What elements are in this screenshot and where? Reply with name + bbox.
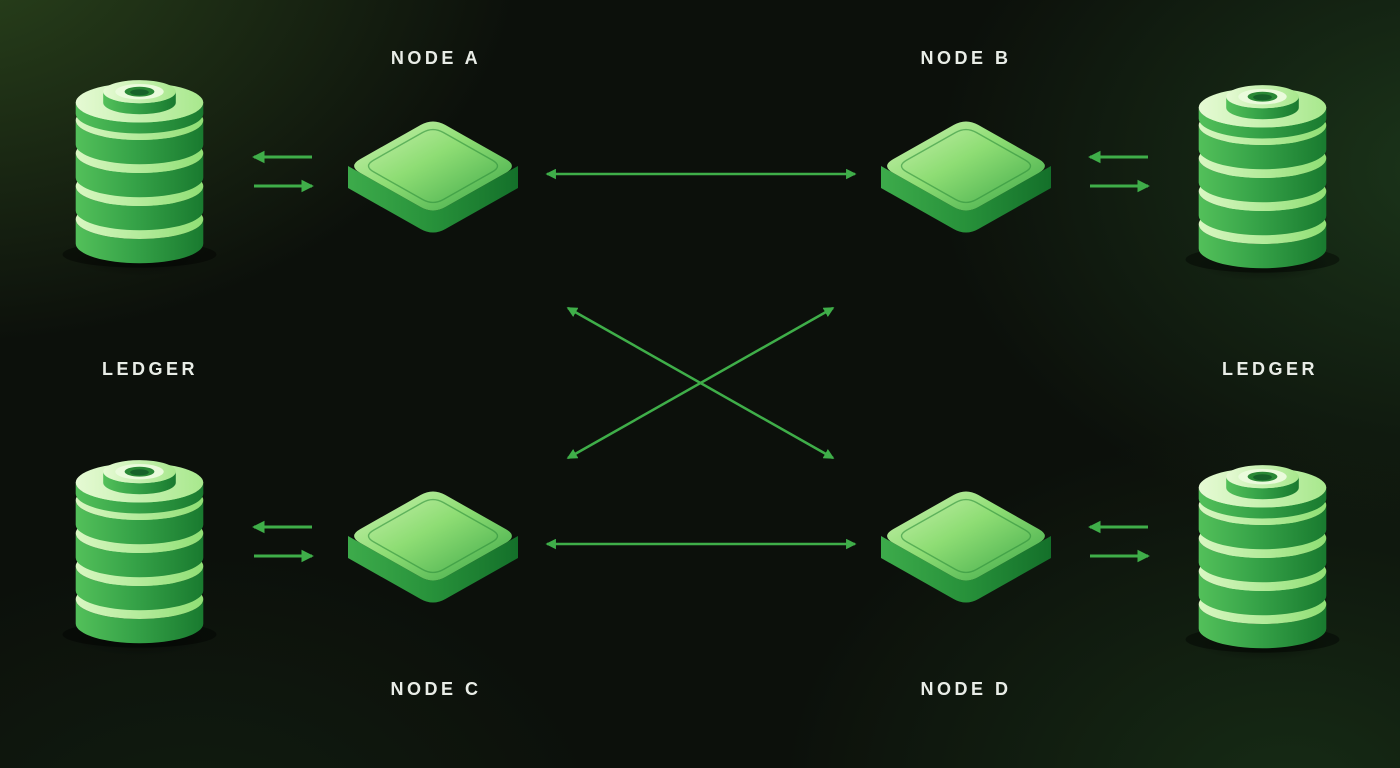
node-d-label: NODE D: [920, 679, 1012, 699]
node-d-icon: [880, 490, 1052, 604]
node-c-icon: [347, 490, 519, 604]
node-c-label: NODE C: [390, 679, 482, 699]
node-a-icon: [347, 120, 519, 234]
node-a-label: NODE A: [390, 48, 482, 68]
ledger-left-label: LEDGER: [101, 359, 199, 379]
ledger-stack-right-bottom-icon: [1185, 465, 1340, 653]
ledger-stack-left-bottom-icon: [62, 460, 217, 648]
ledger-stack-right-top-icon: [1185, 85, 1340, 273]
node-b-icon: [880, 120, 1052, 234]
ledger-stack-left-top-icon: [62, 80, 217, 268]
ledger-right-label: LEDGER: [1221, 359, 1319, 379]
arrow-node-b-node-c: [566, 306, 835, 460]
node-b-label: NODE B: [920, 48, 1012, 68]
